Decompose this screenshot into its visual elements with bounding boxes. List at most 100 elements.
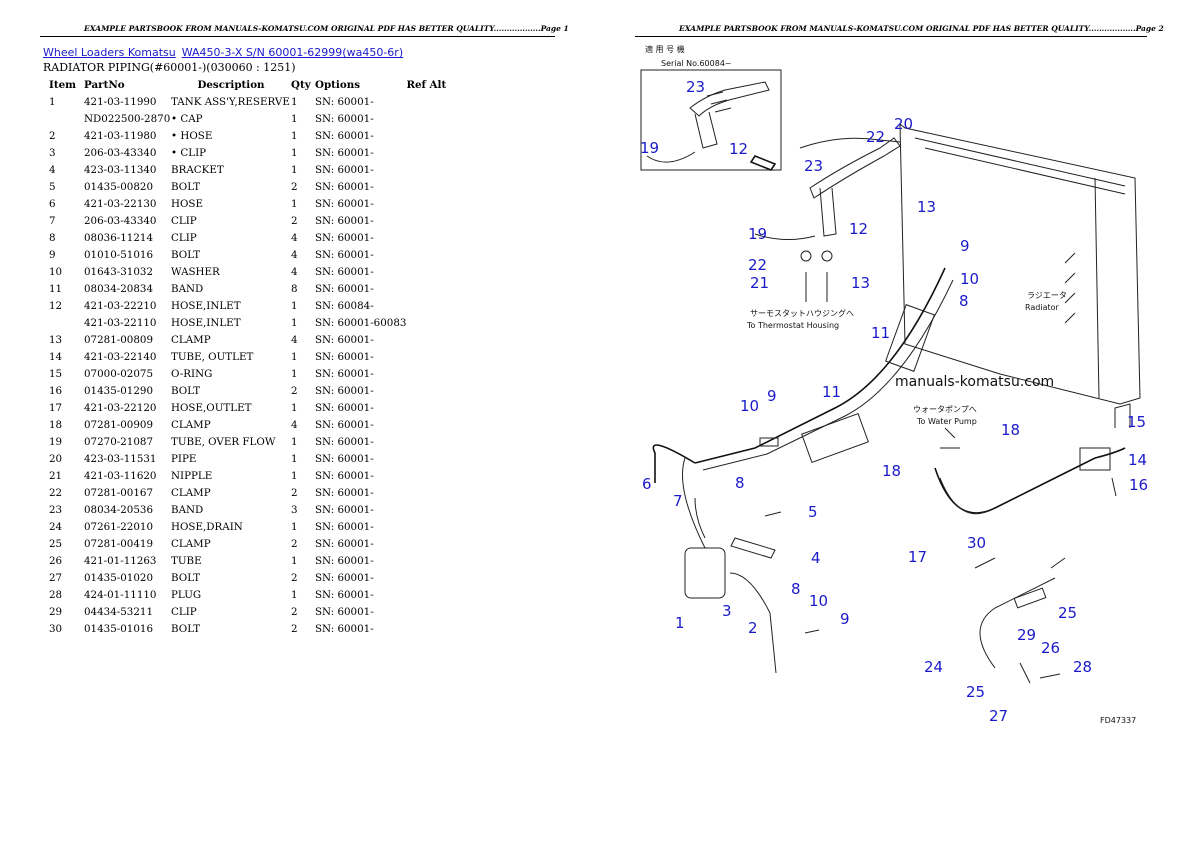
cell-qty: 1 [291,367,298,380]
breadcrumb-link-model[interactable]: WA450-3-X S/N 60001-62999(wa450-6r) [181,46,404,59]
cell-description: CLIP [171,231,197,244]
cell-refalt [406,195,446,212]
inset-arrow [749,155,777,171]
cell-partno: 08036-11214 [84,231,153,244]
cell-item: 12 [49,299,63,312]
cell-refalt [406,246,446,263]
callout-8c: 8 [959,292,969,310]
tube-26 [1019,662,1061,684]
cell-description: BAND [171,503,204,516]
cell-refalt [406,416,446,433]
cell-partno: 421-03-11980 [84,129,157,142]
cell-qty: 2 [291,384,298,397]
callout-10c: 10 [960,270,979,288]
cell-options: SN: 60001- [315,282,374,295]
cell-item: 17 [49,401,63,414]
section-title: RADIATOR PIPING(#60001-)(030060 : 1251) [43,61,296,74]
cell-qty: 2 [291,605,298,618]
cell-description: BOLT [171,571,201,584]
cell-partno: 07281-00419 [84,537,153,550]
cell-refalt [406,433,446,450]
callout-30: 30 [967,534,986,552]
cell-qty: 2 [291,622,298,635]
cell-description: CLAMP [171,418,211,431]
cell-item: 19 [49,435,63,448]
cell-refalt [406,467,446,484]
cell-refalt [406,110,446,127]
cell-options: SN: 60001- [315,571,374,584]
cell-partno: 421-03-22120 [84,401,157,414]
band-11-upper [885,304,935,372]
cell-partno: 04434-53211 [84,605,153,618]
inset-hose [694,111,718,149]
cell-qty: 1 [291,401,298,414]
cell-options: SN: 60001- [315,350,374,363]
callout-22: 22 [866,128,885,146]
cell-options: SN: 60001- [315,129,374,142]
clip-7 [694,497,706,539]
callout-19: 19 [640,139,659,157]
cell-description: PLUG [171,588,202,601]
upper-pipe: サーモスタットハウジングへ To Thermostat Housing [746,137,901,330]
callout-22b: 22 [748,256,767,274]
cell-qty: 1 [291,163,298,176]
breadcrumb-link-category[interactable]: Wheel Loaders Komatsu [43,46,176,59]
nipple-22 [800,250,812,262]
cell-description: BRACKET [171,163,224,176]
callout-25: 25 [1058,604,1077,622]
cell-qty: 2 [291,180,298,193]
callout-11: 11 [871,324,890,342]
cell-refalt [406,399,446,416]
cell-item: 28 [49,588,63,601]
callout-6: 6 [642,475,652,493]
callout-2: 2 [748,619,758,637]
callout-16: 16 [1129,476,1148,494]
cell-options: SN: 60001- [315,520,374,533]
col-header-item: Item [49,78,77,91]
cell-options: SN: 60001- [315,265,374,278]
cell-refalt [406,127,446,144]
cell-refalt [406,518,446,535]
cell-description: TUBE [171,554,202,567]
cell-options: SN: 60001- [315,622,374,635]
cell-options: SN: 60001- [315,95,374,108]
cell-options: SN: 60001- [315,435,374,448]
pipe-upper [799,137,901,149]
cell-qty: 4 [291,231,298,244]
cell-options: SN: 60001- [315,503,374,516]
breadcrumb: Wheel Loaders Komatsu WA450-3-X S/N 60001… [43,46,409,59]
cell-qty: 1 [291,112,298,125]
callout-4: 4 [811,549,821,567]
cell-description: • CAP [171,112,203,125]
cell-partno: 01643-31032 [84,265,153,278]
cell-partno: 07270-21087 [84,435,153,448]
cell-description: TANK ASS'Y,RESERVE [171,95,290,108]
callout-9: 9 [767,387,777,405]
cell-qty: 4 [291,265,298,278]
cell-partno: 421-01-11263 [84,554,157,567]
col-header-description: Description [197,78,265,91]
cell-refalt [406,620,446,637]
cell-refalt [406,535,446,552]
cell-description: BAND [171,282,204,295]
cell-item: 5 [49,180,56,193]
page-header: EXAMPLE PARTSBOOK FROM MANUALS-KOMATSU.C… [84,24,569,33]
callout-1: 1 [675,614,685,632]
callout-18: 18 [882,462,901,480]
cell-description: HOSE [171,197,203,210]
serial-jp-label: 適 用 号 機 [645,44,685,54]
cell-description: CLAMP [171,537,211,550]
cell-qty: 2 [291,486,298,499]
cell-refalt [406,450,446,467]
page-header: EXAMPLE PARTSBOOK FROM MANUALS-KOMATSU.C… [679,24,1164,33]
cell-partno: 07000-02075 [84,367,153,380]
